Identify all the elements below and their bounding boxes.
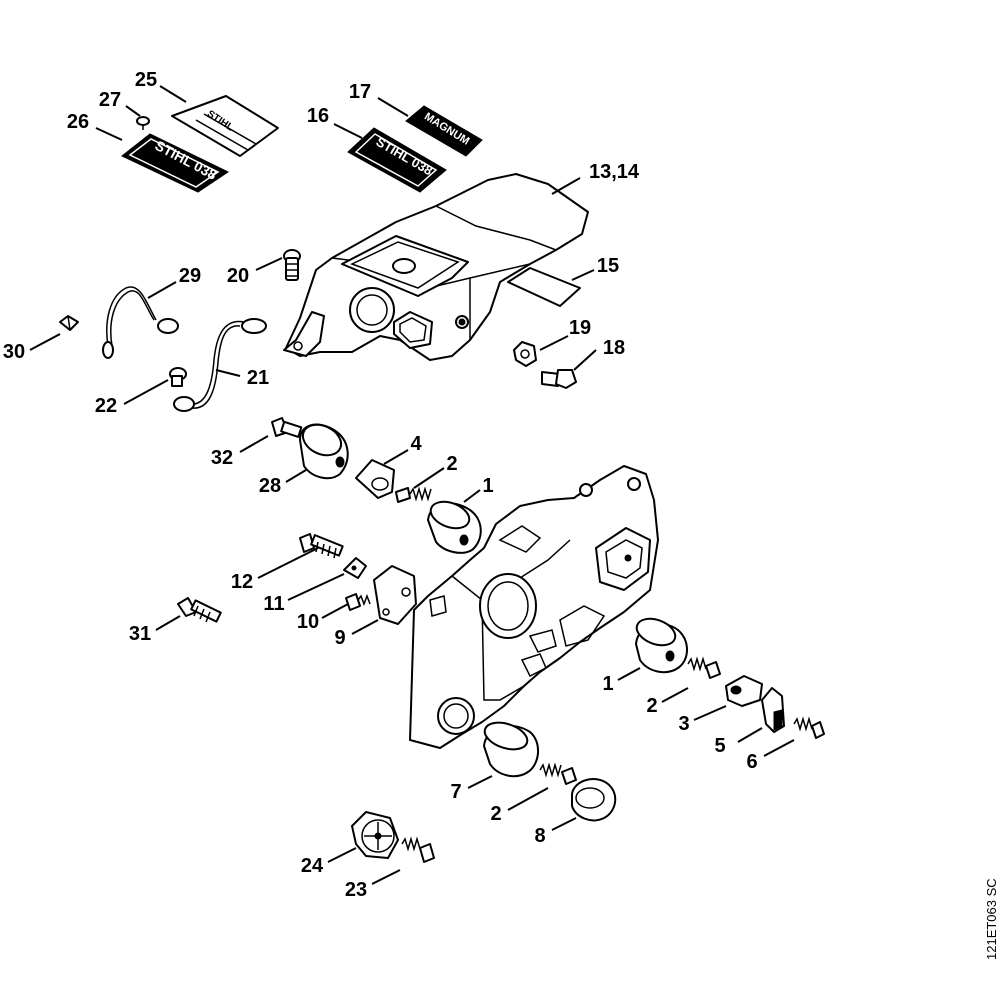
lever	[761, 687, 785, 733]
crankcase	[409, 465, 659, 749]
model-plate-small-decal: STIHL 038	[347, 127, 447, 193]
callout-5: 5	[714, 735, 725, 757]
cap	[571, 778, 617, 822]
callout-8: 8	[534, 825, 545, 847]
callout-21: 21	[247, 367, 269, 389]
cover-plate	[373, 565, 417, 625]
callout-20: 20	[227, 265, 249, 287]
rivet	[136, 116, 150, 130]
annular-buffer-lower	[635, 617, 688, 674]
callout-2-lower: 2	[490, 803, 501, 825]
callout-28: 28	[259, 475, 281, 497]
callout-32: 32	[211, 447, 233, 469]
callout-13-14: 13,14	[589, 161, 640, 183]
callout-16: 16	[307, 105, 329, 127]
spring-lower	[539, 762, 577, 785]
model-plate-decal: STIHL 038	[121, 133, 230, 193]
long-screw	[299, 533, 344, 559]
callout-17: 17	[349, 81, 371, 103]
wire-screw	[59, 315, 79, 331]
warning-decal: STIHL	[171, 95, 279, 157]
callout-31: 31	[129, 623, 151, 645]
callout-12: 12	[231, 571, 253, 593]
callout-23: 23	[345, 879, 367, 901]
annular-buffer-7	[483, 721, 539, 778]
mount-plate	[355, 459, 395, 499]
spring-right	[687, 656, 721, 679]
buffer-screw	[271, 417, 303, 438]
shroud-screw	[283, 249, 301, 281]
callout-24: 24	[301, 855, 324, 877]
collar-screw	[541, 369, 577, 389]
adjuster-wheel	[351, 811, 399, 859]
callout-27: 27	[99, 89, 121, 111]
callout-30: 30	[3, 341, 25, 363]
plug	[725, 675, 763, 707]
terminal-screw	[169, 367, 187, 387]
callout-6: 6	[746, 751, 757, 773]
callout-7: 7	[450, 781, 461, 803]
spring-upper	[395, 486, 432, 503]
callout-1-upper: 1	[482, 475, 493, 497]
nut	[513, 341, 537, 367]
callout-numbers: 25 27 26 17 16 13,14 29 20 15 30 19 18 2…	[3, 69, 758, 901]
callout-9: 9	[334, 627, 345, 649]
callout-22: 22	[95, 395, 117, 417]
leader-lines	[29, 85, 795, 885]
callout-15: 15	[597, 255, 619, 277]
ground-wire	[102, 286, 179, 359]
callout-3: 3	[678, 713, 689, 735]
callout-4: 4	[410, 433, 422, 455]
short-circuit-wire	[173, 318, 267, 412]
cover-screw	[345, 593, 371, 611]
shroud	[283, 173, 589, 361]
callout-18: 18	[603, 337, 625, 359]
clip	[343, 557, 367, 579]
spring-6	[793, 716, 825, 739]
figure-code: 121ET063 SC	[984, 878, 999, 960]
callout-10: 10	[297, 611, 319, 633]
wheel-screw	[401, 836, 435, 863]
annular-buffer	[299, 423, 349, 480]
callout-29: 29	[179, 265, 201, 287]
magnum-decal: MAGNUM	[405, 105, 483, 157]
callout-2-right: 2	[646, 695, 657, 717]
callout-19: 19	[569, 317, 591, 339]
bar-stud	[177, 597, 222, 623]
callout-25: 25	[135, 69, 157, 91]
annular-buffer-upper	[427, 500, 482, 554]
callout-26: 26	[67, 111, 89, 133]
callout-1-lower: 1	[602, 673, 613, 695]
heat-shield	[507, 267, 581, 307]
callout-11: 11	[263, 593, 284, 615]
callout-2-upper: 2	[446, 453, 457, 475]
